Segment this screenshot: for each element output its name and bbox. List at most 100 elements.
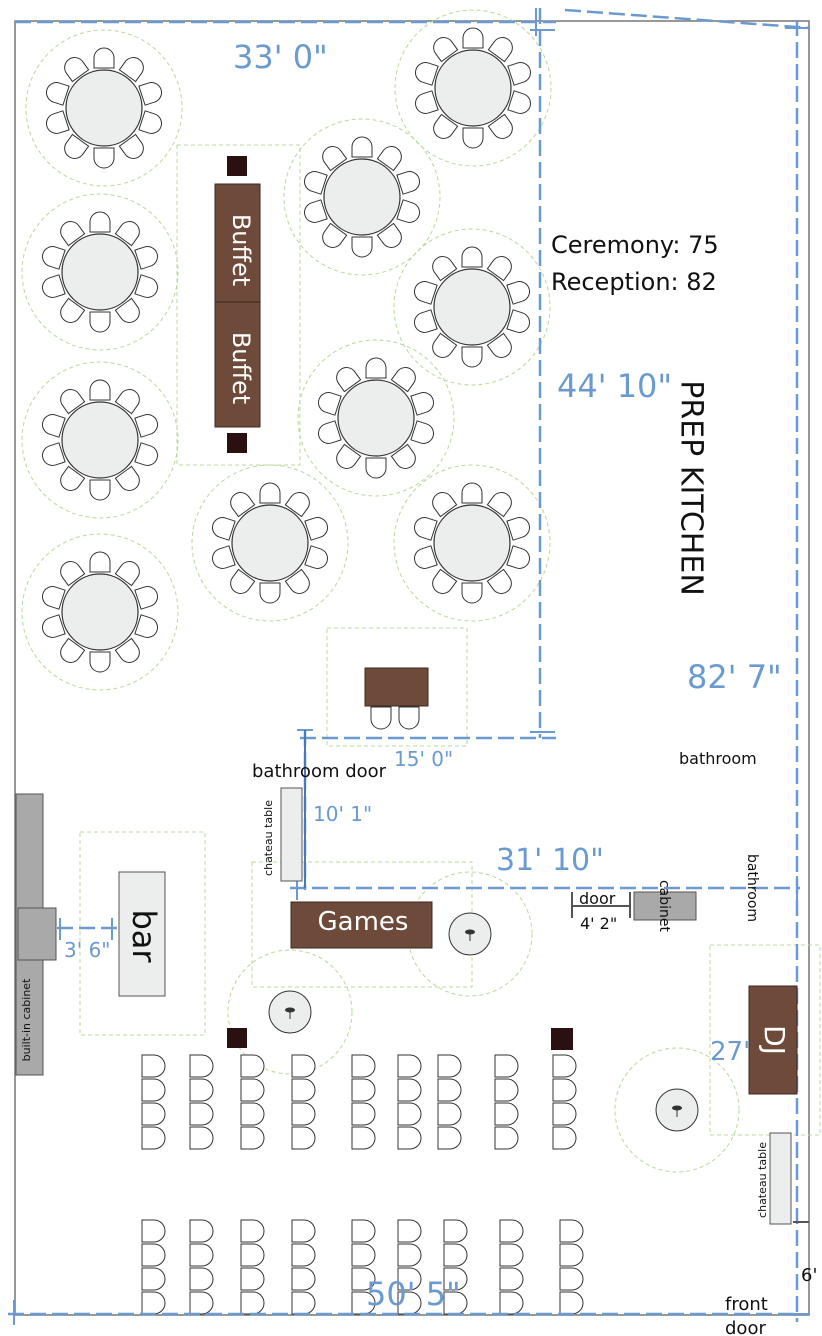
ceremony-chair (351, 1267, 376, 1291)
table-clearance (394, 9, 552, 167)
bathroom-label-2: bathroom (744, 854, 760, 922)
table-chair (60, 297, 86, 323)
table-chair (390, 443, 416, 469)
ceremony-chair (351, 1102, 376, 1126)
dim-overall-height: 82' 7" (687, 658, 782, 696)
table-clearance (297, 339, 455, 497)
ceremony-chair (351, 1126, 376, 1150)
round-table (393, 228, 551, 386)
table-chair (506, 545, 530, 569)
ceremony-chair (559, 1291, 584, 1315)
table-chair (506, 309, 530, 333)
table-chair (415, 62, 439, 86)
table-chair (89, 379, 111, 401)
table-chair (89, 479, 111, 501)
table-chair (212, 545, 236, 569)
ceremony-chair (351, 1078, 376, 1102)
table-chair (433, 37, 459, 63)
table-chair (114, 297, 140, 323)
ceremony-chair (291, 1267, 316, 1291)
ceremony-chair (240, 1243, 265, 1267)
reception-count: Reception: 82 (551, 268, 717, 296)
bathroom-door-label: bathroom door (252, 761, 387, 782)
ceremony-chair (291, 1291, 316, 1315)
ceremony-chair (240, 1219, 265, 1243)
cocktail-clearance (227, 949, 353, 1075)
table-chair (376, 222, 402, 248)
dim-bar-gap: 3' 6" (64, 938, 111, 962)
ceremony-chair (141, 1291, 166, 1315)
ceremony-chair (499, 1219, 524, 1243)
table-chair (336, 443, 362, 469)
ceremony-chair (397, 1267, 422, 1291)
table-top (323, 158, 401, 236)
table-chair (60, 561, 86, 587)
front-door-dim: 6' (801, 1265, 817, 1286)
table-chair (42, 442, 66, 466)
table-chair (507, 62, 531, 86)
table-chair (390, 367, 416, 393)
ceremony-chair (141, 1054, 166, 1078)
round-table (25, 29, 183, 187)
games-label: Games (318, 907, 409, 937)
dim-right-room-height: 44' 10" (557, 367, 672, 405)
table-chair (486, 568, 512, 594)
ceremony-chair (141, 1243, 166, 1267)
ceremony-chair (189, 1054, 214, 1078)
table-chair (376, 146, 402, 172)
table-chair (318, 420, 342, 444)
table-chair (134, 614, 158, 638)
buffet-stand-bottom (227, 433, 247, 453)
ceremony-chair (552, 1054, 577, 1078)
table-chair (60, 389, 86, 415)
table-chair (506, 517, 530, 541)
table-chair (42, 614, 66, 638)
table-chair (230, 492, 256, 518)
ceremony-chair (437, 1054, 462, 1078)
ceremony-chair (291, 1102, 316, 1126)
ceremony-chair (397, 1126, 422, 1150)
dj-label: DJ (758, 1025, 791, 1055)
ceremony-chair (291, 1054, 316, 1078)
table-chair (134, 246, 158, 270)
table-clearance (21, 193, 179, 351)
ceremony-chair (443, 1243, 468, 1267)
built-in-cabinet-door (17, 907, 57, 961)
cocktail-icon (285, 1007, 295, 1013)
ceremony-chair (351, 1054, 376, 1078)
sweetheart-chair-1 (370, 706, 392, 730)
ceremony-chair (240, 1054, 265, 1078)
table-top (337, 379, 415, 457)
cabinet (633, 891, 697, 921)
ceremony-chair (494, 1126, 519, 1150)
ceremony-chair (494, 1054, 519, 1078)
ceremony-chair (552, 1078, 577, 1102)
table-chair (138, 110, 162, 134)
table-chair (114, 637, 140, 663)
ceremony-chair (499, 1291, 524, 1315)
dim-bottom-width: 50' 5" (366, 1275, 461, 1313)
ceremony-chair (291, 1219, 316, 1243)
table-chair (134, 586, 158, 610)
ceremony-chair (499, 1243, 524, 1267)
ceremony-chair (291, 1126, 316, 1150)
ceremony-chair (141, 1102, 166, 1126)
bar-label: bar (125, 909, 163, 963)
ceremony-chair (397, 1219, 422, 1243)
sweetheart-table (364, 667, 429, 707)
door-dimension (571, 892, 809, 1223)
table-chair (461, 346, 483, 368)
table-chair (118, 133, 144, 159)
table-top (65, 69, 143, 147)
table-chair (462, 27, 484, 49)
table-chair (259, 482, 281, 504)
table-chair (134, 442, 158, 466)
buffet-stand-top (227, 156, 247, 176)
chateau-table-2 (769, 1132, 792, 1225)
table-chair (42, 586, 66, 610)
table-chair (414, 309, 438, 333)
round-tables (21, 9, 552, 691)
round-table (21, 193, 179, 351)
table-top (61, 573, 139, 651)
table-chair (432, 568, 458, 594)
